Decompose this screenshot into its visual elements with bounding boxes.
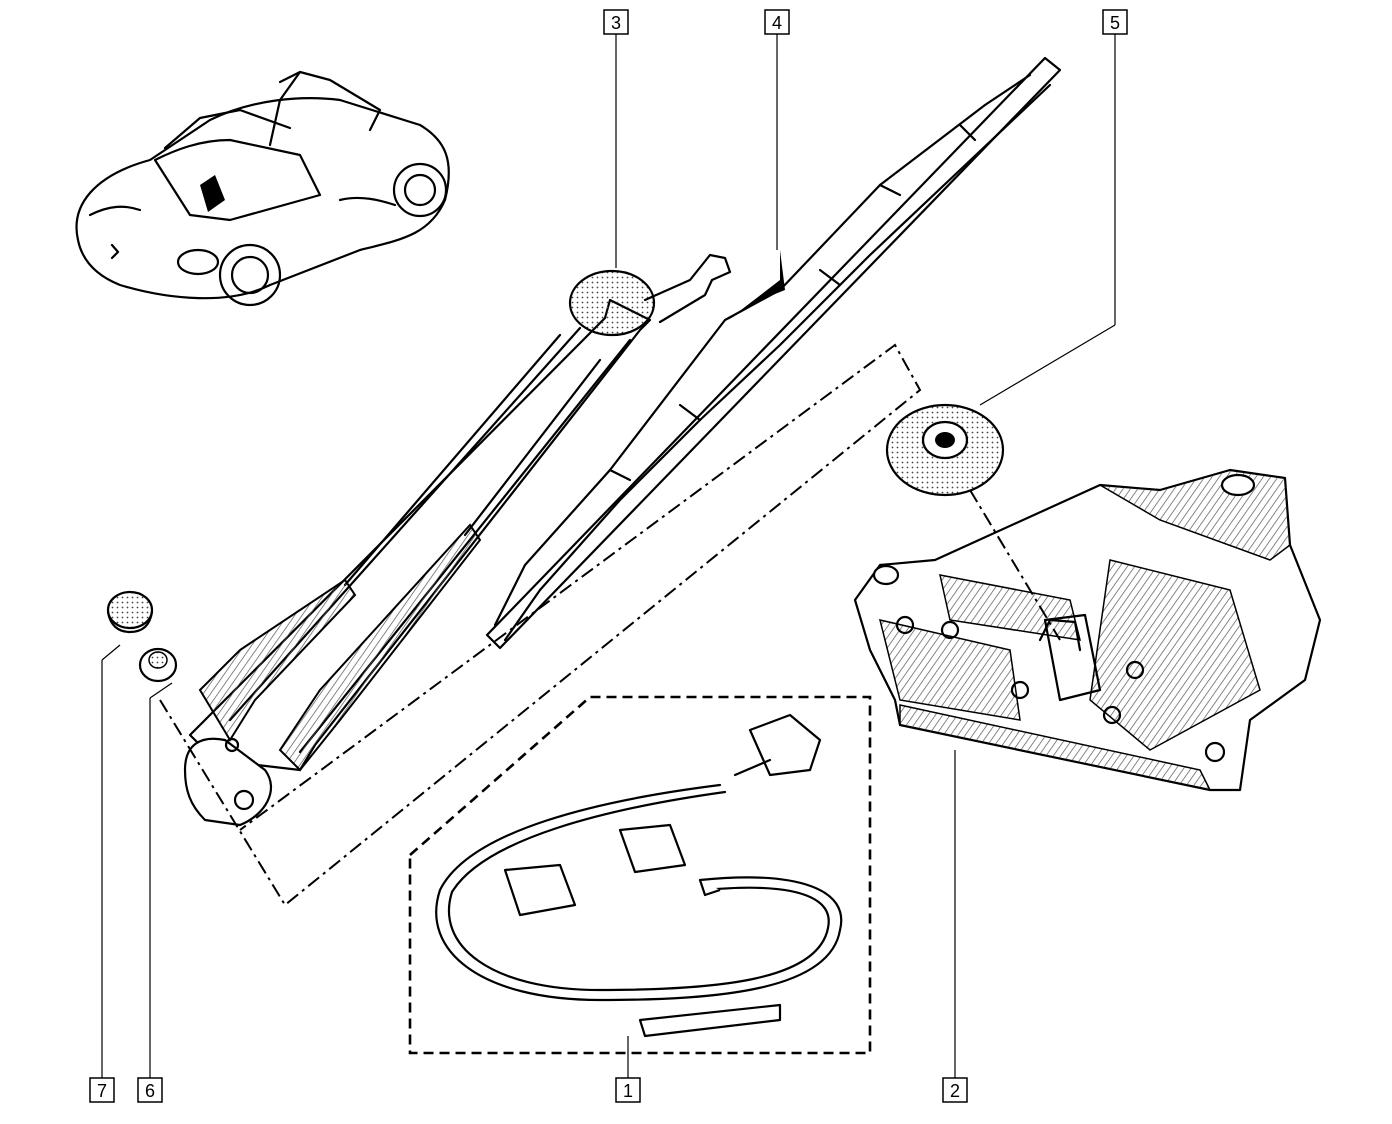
callout-7: 7 — [89, 1077, 115, 1103]
callout-5: 5 — [1102, 9, 1128, 35]
wiper-arm — [183, 253, 732, 827]
wiper-motor-assembly — [853, 468, 1322, 792]
callout-label: 5 — [1110, 13, 1120, 33]
callout-3: 3 — [603, 9, 629, 35]
callout-label: 3 — [611, 13, 621, 33]
callout-label: 4 — [772, 13, 782, 33]
spindle-seal — [885, 403, 1005, 497]
nut-cap — [106, 590, 154, 634]
spindle-nut — [138, 647, 178, 683]
washer-hose-kit — [408, 695, 872, 1055]
assembly-path-line — [969, 489, 1061, 641]
callout-1: 1 — [615, 1077, 641, 1103]
callout-4: 4 — [764, 9, 790, 35]
callout-2: 2 — [942, 1077, 968, 1103]
callout-6: 6 — [137, 1077, 163, 1103]
callout-label: 1 — [623, 1081, 633, 1101]
callout-label: 2 — [950, 1081, 960, 1101]
wiper-blade — [485, 56, 1062, 650]
callout-label: 7 — [97, 1081, 107, 1101]
leader-lines — [101, 34, 1116, 1078]
vehicle-illustration — [75, 70, 450, 307]
callout-label: 6 — [145, 1081, 155, 1101]
assembly-path-line — [159, 343, 922, 907]
